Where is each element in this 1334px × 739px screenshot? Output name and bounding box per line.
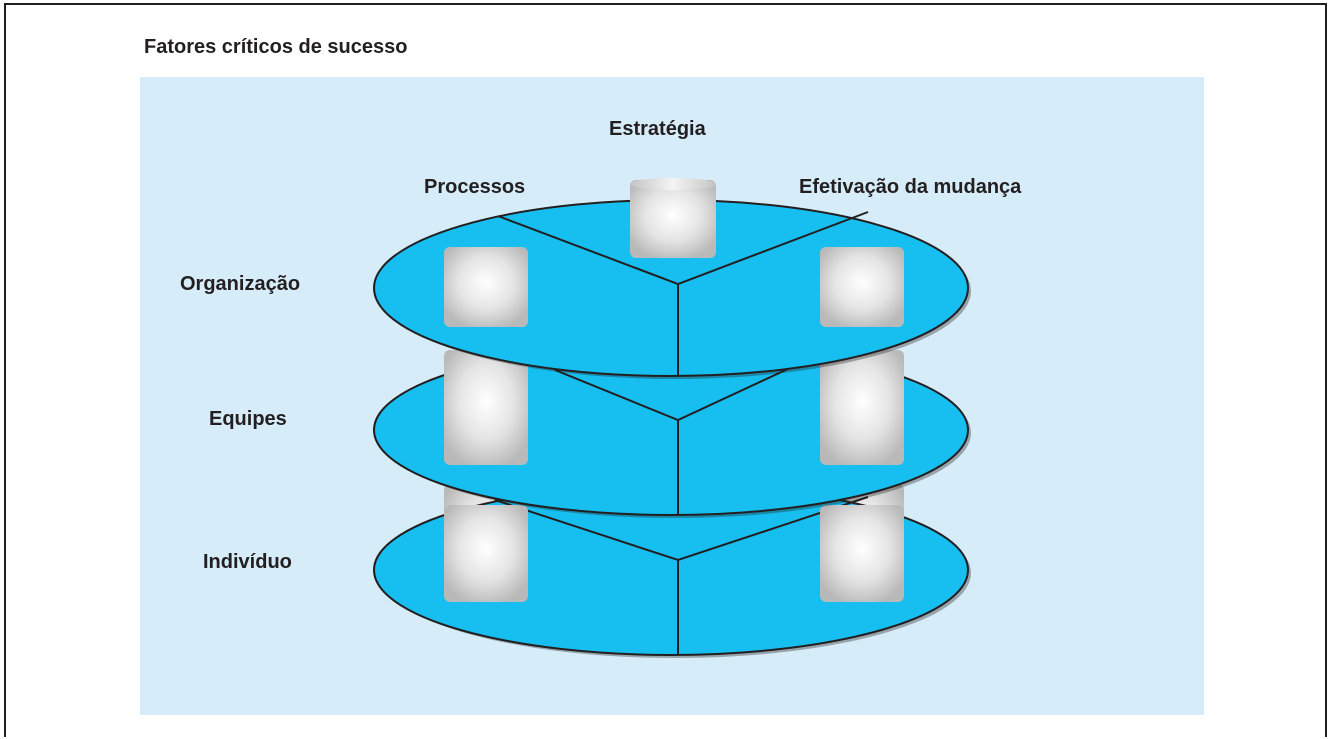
label-estrategia: Estratégia <box>609 118 707 140</box>
label-individuo: Indivíduo <box>203 551 292 573</box>
figure-frame <box>4 3 1327 737</box>
label-processos: Processos <box>424 176 525 198</box>
label-organizacao: Organização <box>180 273 300 295</box>
center-pillar-top <box>630 178 716 258</box>
figure-title: Fatores críticos de sucesso <box>144 36 408 58</box>
disc-organizacao <box>373 199 971 379</box>
label-equipes: Equipes <box>209 408 287 430</box>
disc-individuo <box>373 484 971 658</box>
label-efetivacao: Efetivação da mudança <box>799 176 1022 198</box>
disc-equipes <box>373 344 971 518</box>
